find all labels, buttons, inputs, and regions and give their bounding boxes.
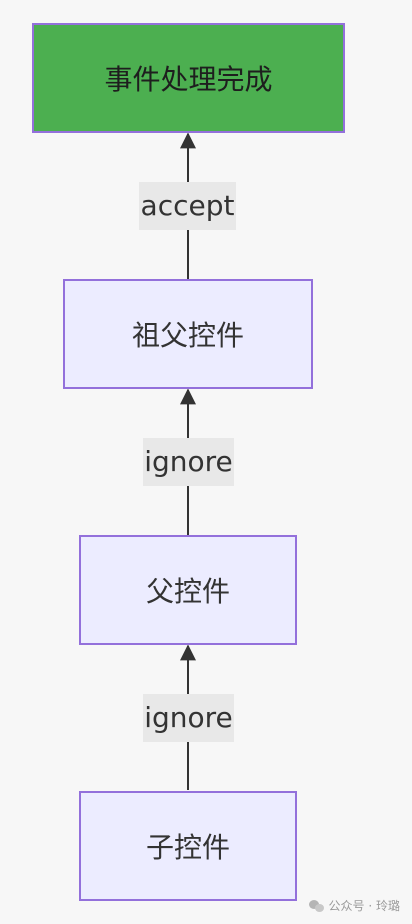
watermark: 公众号 · 玲璐	[308, 897, 400, 914]
node-parent: 父控件	[79, 535, 297, 645]
node-child-label: 子控件	[145, 831, 230, 864]
edge-label-ignore-lower-text: ignore	[144, 701, 233, 734]
edge-label-ignore-upper-text: ignore	[144, 445, 233, 478]
node-grandparent: 祖父控件	[63, 279, 313, 389]
edge-label-ignore-lower: ignore	[143, 694, 234, 742]
edge-label-ignore-upper: ignore	[143, 438, 234, 486]
edge-label-accept: accept	[139, 182, 236, 230]
node-parent-label: 父控件	[145, 575, 230, 608]
edge-label-accept-text: accept	[140, 189, 235, 222]
node-event-done-label: 事件处理完成	[104, 63, 273, 96]
watermark-text: 公众号 · 玲璐	[328, 899, 400, 913]
node-event-done: 事件处理完成	[32, 23, 345, 133]
wechat-icon	[308, 899, 325, 912]
node-child: 子控件	[79, 791, 297, 901]
node-grandparent-label: 祖父控件	[131, 319, 244, 352]
